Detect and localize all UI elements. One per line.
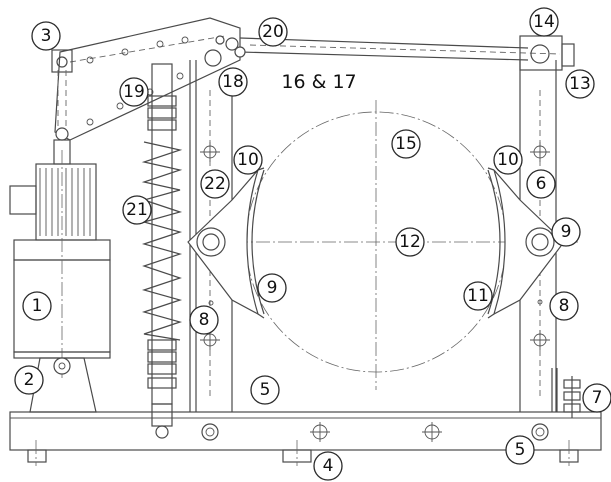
svg-text:2: 2 [24, 370, 35, 390]
svg-text:6: 6 [536, 174, 547, 194]
svg-text:10: 10 [497, 150, 519, 170]
callout-8a: 8 [189, 305, 219, 335]
callout-10b: 10 [493, 145, 523, 175]
callout-19: 19 [119, 77, 149, 107]
thruster-link [51, 49, 73, 165]
callout-7: 7 [582, 383, 611, 413]
svg-text:8: 8 [559, 296, 570, 316]
spring-assembly [141, 63, 183, 439]
adjuster-bolt [551, 368, 581, 418]
callout-2: 2 [14, 365, 44, 395]
svg-text:12: 12 [399, 232, 421, 252]
svg-text:10: 10 [237, 150, 259, 170]
svg-text:7: 7 [592, 388, 603, 408]
callout-4: 4 [313, 451, 343, 481]
brake-shoe-right [487, 167, 565, 319]
svg-text:4: 4 [323, 456, 334, 476]
svg-text:20: 20 [262, 22, 284, 42]
callout-21: 21 [122, 195, 152, 225]
svg-text:13: 13 [569, 74, 591, 94]
callout-14: 14 [529, 7, 559, 37]
callout-9b: 9 [551, 217, 581, 247]
thruster-motor [9, 150, 111, 378]
callout-15: 15 [391, 129, 421, 159]
svg-text:21: 21 [126, 200, 148, 220]
pull-rod [239, 35, 575, 71]
callout-18: 18 [218, 67, 248, 97]
callout-9a: 9 [257, 273, 287, 303]
callout-11: 11 [463, 281, 493, 311]
svg-text:18: 18 [222, 72, 244, 92]
svg-text:9: 9 [267, 278, 278, 298]
callout-22: 22 [200, 169, 230, 199]
svg-text:11: 11 [467, 286, 489, 306]
callout-20: 20 [258, 17, 288, 47]
svg-text:8: 8 [199, 310, 210, 330]
callout-5b: 5 [505, 435, 535, 465]
svg-text:9: 9 [561, 222, 572, 242]
motor-bracket [29, 357, 97, 413]
callout-5a: 5 [250, 375, 280, 405]
callout-10a: 10 [233, 145, 263, 175]
svg-text:1: 1 [32, 296, 43, 316]
svg-text:3: 3 [41, 26, 52, 46]
svg-text:16 & 17: 16 & 17 [281, 71, 356, 93]
svg-text:19: 19 [123, 82, 145, 102]
svg-text:5: 5 [515, 440, 526, 460]
callout-1: 1 [22, 291, 52, 321]
brake-shoe-left [187, 167, 265, 319]
lever-arm [54, 17, 246, 141]
svg-text:22: 22 [204, 174, 226, 194]
callout-3: 3 [31, 21, 61, 51]
base-plate [9, 411, 602, 466]
svg-text:5: 5 [260, 380, 271, 400]
callout-6: 6 [526, 169, 556, 199]
callout-16-17: 16 & 17 [281, 71, 356, 93]
callout-12: 12 [395, 227, 425, 257]
svg-text:15: 15 [395, 134, 417, 154]
callout-8b: 8 [549, 291, 579, 321]
svg-text:14: 14 [533, 12, 555, 32]
base-holes [201, 422, 549, 442]
callout-13: 13 [565, 69, 595, 99]
